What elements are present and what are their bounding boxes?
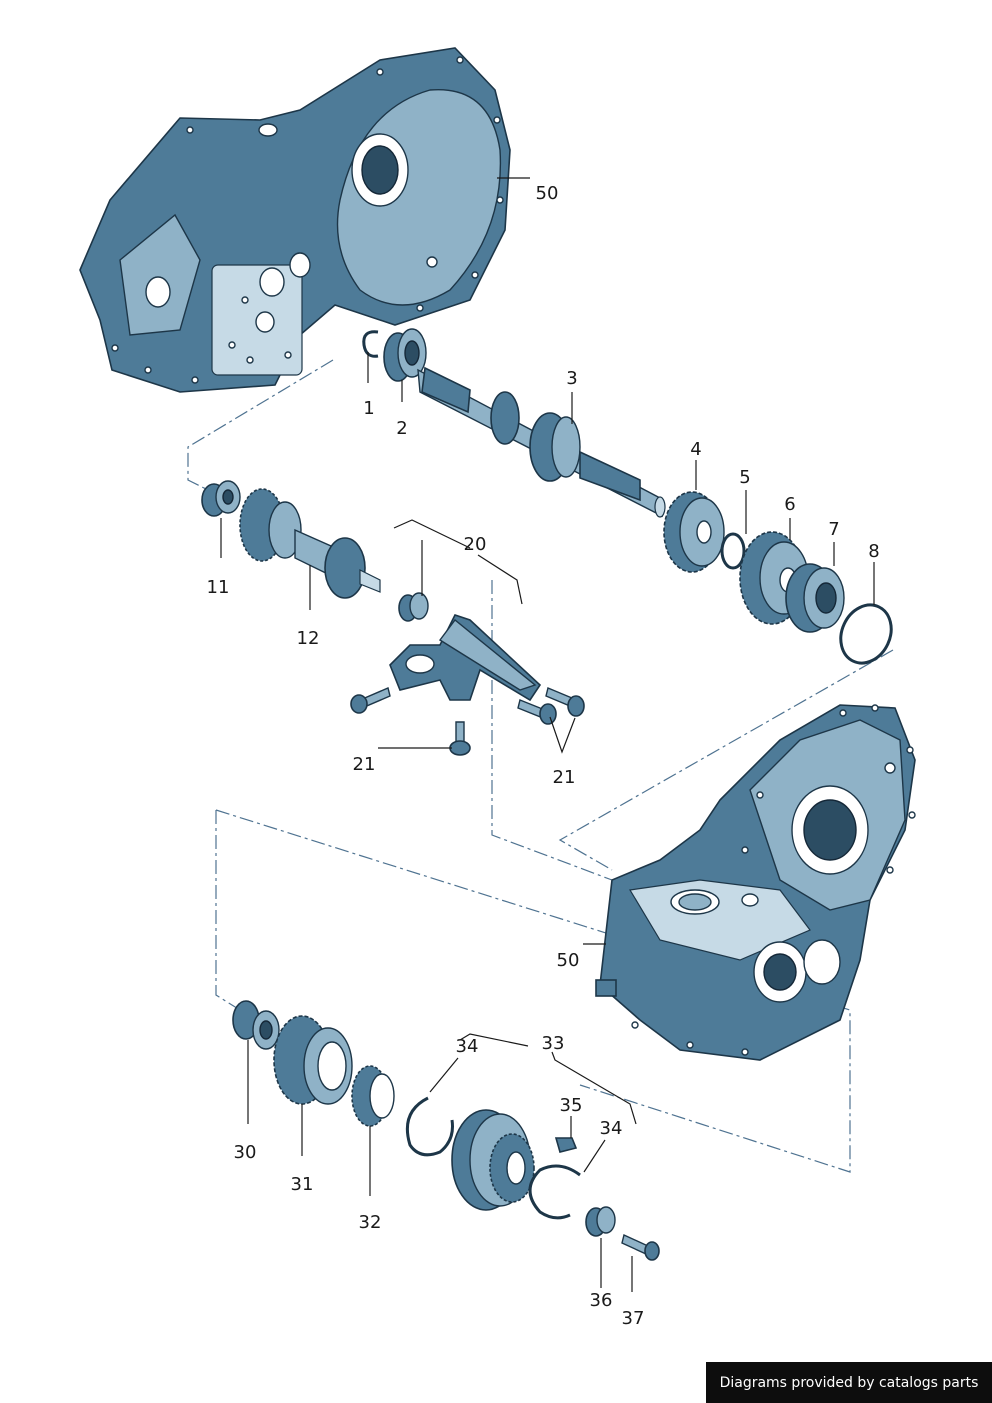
label-part-50-bottom: 50: [557, 950, 580, 971]
label-part-5: 5: [739, 467, 750, 488]
label-part-37: 37: [622, 1308, 645, 1329]
bushing: [398, 592, 429, 622]
bearing-2: [383, 328, 427, 382]
label-part-12: 12: [297, 628, 320, 649]
spring-34-right: [528, 1164, 581, 1220]
label-part-7: 7: [828, 519, 839, 540]
transmission-housing-rear: [595, 704, 916, 1061]
needle-bearing-30: [232, 1000, 280, 1050]
label-part-34-left: 34: [456, 1036, 479, 1057]
label-part-20: 20: [464, 534, 487, 555]
bolt-37: [621, 1234, 660, 1261]
bolt-21-right-a: [517, 699, 557, 725]
leader-lines: [220, 177, 875, 1292]
part-labels: 1 2 3 4 5 6 7 8 11 12 20 21 21 50 50 30 …: [207, 183, 880, 1329]
bolt-21-left: [350, 687, 391, 714]
pinion-shaft-12: [239, 488, 381, 599]
bearing-11: [201, 480, 241, 517]
label-part-50-top: 50: [536, 183, 559, 204]
circlip-1: [362, 330, 379, 358]
spring-34-left: [405, 1096, 454, 1157]
label-part-21-left: 21: [353, 754, 376, 775]
label-part-32: 32: [359, 1212, 382, 1233]
washer-36: [585, 1206, 616, 1237]
credit-banner: Diagrams provided by catalogs parts: [706, 1362, 992, 1403]
gear-4: [663, 491, 725, 573]
label-part-11: 11: [207, 577, 230, 598]
shift-selector-20: [389, 614, 542, 702]
synchro-ring-32: [351, 1065, 395, 1127]
label-part-36: 36: [590, 1290, 613, 1311]
detent-35: [554, 1137, 578, 1153]
label-part-4: 4: [690, 439, 701, 460]
bearing-7: [785, 563, 845, 633]
bolt-21-bottom: [449, 721, 471, 756]
label-part-6: 6: [784, 494, 795, 515]
label-part-31: 31: [291, 1174, 314, 1195]
label-part-33: 33: [542, 1033, 565, 1054]
label-part-2: 2: [396, 418, 407, 439]
transmission-housing-front: [79, 47, 511, 393]
label-part-21-right: 21: [553, 767, 576, 788]
synchro-hub-33: [451, 1109, 535, 1211]
ring-5: [720, 532, 746, 570]
input-shaft-3: [417, 366, 666, 518]
gear-31: [273, 1015, 353, 1105]
label-part-8: 8: [868, 541, 879, 562]
label-part-1: 1: [363, 398, 374, 419]
ring-8: [839, 603, 893, 665]
label-part-3: 3: [566, 368, 577, 389]
bolt-21-right-b: [545, 687, 585, 717]
label-part-34-right: 34: [600, 1118, 623, 1139]
label-part-35: 35: [560, 1095, 583, 1116]
label-part-30: 30: [234, 1142, 257, 1163]
